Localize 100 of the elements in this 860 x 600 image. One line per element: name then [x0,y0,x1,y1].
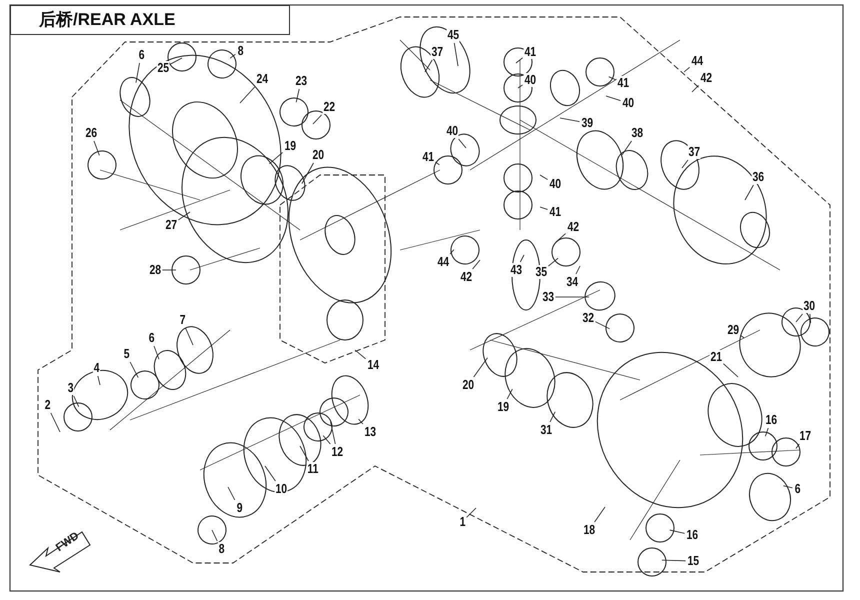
callout-number: 18 [582,523,596,537]
callout-number: 38 [630,126,644,140]
leader-line [322,435,331,444]
callout-number: 23 [294,74,308,88]
callout-number: 27 [164,218,178,232]
leader-line [458,138,466,148]
callout-number: 29 [726,323,740,337]
callout-number: 37 [430,45,444,59]
leader-line [354,350,366,360]
leader-line [268,152,283,164]
callout-number: 44 [436,255,450,269]
leader-line [550,411,556,422]
callout-number: 41 [422,150,435,164]
callout-number: 1 [458,515,466,529]
callout-number: 5 [122,347,130,361]
leader-line [435,162,440,166]
title: 后桥/REAR AXLE [10,5,290,35]
callout-number: 7 [178,313,186,327]
callout-number: 20 [312,148,325,162]
leader-line [540,206,548,210]
callout-number: 20 [462,378,475,392]
callout-number: 45 [446,28,460,42]
callout-number: 19 [284,139,297,153]
callout-number: 28 [148,263,162,277]
leader-line [555,296,590,298]
leader-line [454,42,458,66]
leader-line [796,444,800,449]
leader-line [212,530,218,542]
callout-number: 21 [710,350,723,364]
callout-number: 40 [446,124,459,138]
callout-number: 43 [510,263,523,277]
callout-number: 16 [764,413,778,427]
leader-line [682,160,688,168]
callout-number: 39 [580,116,594,130]
callout-number: 34 [566,275,579,289]
leader-line [136,62,140,84]
leader-line [520,254,524,262]
leader-line [450,249,454,254]
leader-line [264,466,276,482]
leader-line [330,421,336,444]
leader-line [556,233,566,242]
callout-number: 41 [616,76,630,90]
callout-number: 12 [330,445,344,459]
leader-line [466,508,476,518]
leader-line [723,363,738,378]
callout-number: 15 [686,554,700,568]
leader-line [472,260,480,270]
leader-line [228,486,236,500]
leader-line [97,376,100,386]
callout-number: 42 [700,71,713,85]
leader-line [606,96,621,102]
leader-line [622,140,632,156]
leader-line [516,57,523,64]
callout-number: 10 [274,482,288,496]
leader-line [608,76,616,80]
leader-line [595,321,610,330]
leader-line [576,266,580,274]
leader-line [94,140,100,156]
callout-number: 42 [566,220,580,234]
leader-line [73,396,80,408]
callout-number: 24 [256,72,269,86]
callout-number: 30 [802,299,816,313]
leader-line [358,418,364,424]
leader-line [170,58,182,64]
callout-number: 6 [147,331,155,345]
callout-number: 9 [235,501,243,515]
callout-number: 40 [622,96,635,110]
callout-number: 40 [548,177,562,191]
callout-number: 6 [793,482,801,496]
leader-line [594,506,606,522]
callout-number: 22 [322,100,336,114]
leader-line [782,485,793,488]
callout-number: 33 [542,290,555,304]
callout-number: 35 [534,265,548,279]
callout-number: 26 [84,126,98,140]
callout-number: 37 [688,145,701,159]
leader-line [240,86,256,104]
leader-line [692,85,699,92]
leader-line [684,66,690,72]
leader-line [560,118,580,122]
leader-line [548,258,558,266]
callout-number: 14 [366,358,380,372]
leader-line [50,412,60,432]
leader-line [178,212,190,220]
leader-line [540,174,548,180]
callout-number: 32 [582,311,595,325]
callout-number: 17 [798,429,812,443]
callout-number: 41 [548,205,562,219]
callout-number: 25 [156,61,170,75]
callout-number: 42 [460,270,473,284]
leader-line [154,346,160,360]
callout-number: 16 [686,528,699,542]
leader-line [302,162,314,184]
callout-number: 8 [217,542,225,556]
leader-line [473,357,488,378]
leader-line [740,334,744,338]
callout-number: 19 [496,400,510,414]
callout-number: 8 [236,44,244,58]
leader-line [312,114,322,124]
callout-number: 13 [364,425,377,439]
